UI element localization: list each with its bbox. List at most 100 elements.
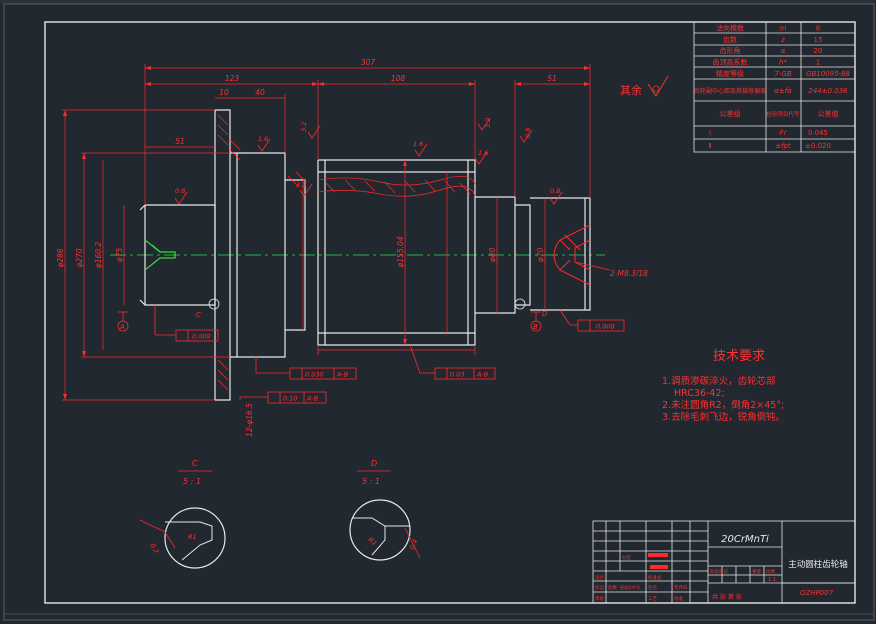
top-strip xyxy=(0,0,876,4)
roughness-r16-a: 1.6 xyxy=(258,135,268,143)
dim-307: 307 xyxy=(361,58,376,67)
tb-label-8: 工艺 xyxy=(648,596,657,602)
part-name: 主动圆柱齿轮轴 xyxy=(788,559,848,570)
dim-keyway: 12-φ16.5 xyxy=(245,403,254,437)
tf3-value: 0.03 xyxy=(450,371,464,379)
datum-a: A xyxy=(119,323,125,331)
param-symbol-4: 7-GB xyxy=(774,70,791,78)
dimension-arrows xyxy=(63,66,590,400)
roughness-r32-b: 3.2 xyxy=(484,118,492,128)
datum-b: B xyxy=(533,323,538,331)
tech-item-2: 2.未注圆角R2，倒角2×45°; xyxy=(662,399,784,411)
param-label-4: 精度等级 xyxy=(716,69,744,78)
dim-thread: 2-M8.3/18 xyxy=(610,269,648,278)
roughness-r08-c: 0.8 xyxy=(524,128,532,138)
dim-108: 108 xyxy=(391,74,406,83)
tol-group-1: Ⅱ xyxy=(708,142,711,150)
center-hole-left xyxy=(144,239,176,271)
group-header-label: 公差组 xyxy=(720,109,741,118)
title-block-text: 20CrMnTi 主动圆柱齿轮轴 QZHP007 1:1 共 张 第 张 标记 … xyxy=(595,534,848,602)
sheet-border xyxy=(3,3,875,621)
tol-value-1: ±0.020 xyxy=(805,142,831,150)
param-value-4: GB10095-88 xyxy=(806,70,850,78)
dim-123: 123 xyxy=(225,74,240,83)
tb-label-13: 比例 xyxy=(766,568,775,575)
param-symbol-3: h* xyxy=(779,59,787,67)
tb-label-6: 设计 xyxy=(595,574,604,581)
tech-title: 技术要求 xyxy=(713,349,765,364)
roughness-r08-b: 0.8 xyxy=(550,187,560,195)
tech-item-0: 1.调质渗碳淬火，齿轮芯部 xyxy=(662,375,776,387)
param-label-2: 齿形角 xyxy=(720,46,741,55)
roughness-r32-c: 3.2 xyxy=(296,181,306,189)
param-label-0: 法向模数 xyxy=(716,24,744,33)
tf5-value: 0.008 xyxy=(596,323,615,331)
dim-155: φ155.04 xyxy=(396,236,405,267)
sheet-info: 共 张 第 张 xyxy=(712,593,742,601)
center-hole-right xyxy=(553,224,591,286)
param-symbol-2: α xyxy=(781,47,786,55)
title-mark-2 xyxy=(650,565,668,569)
detail-d-letter: D xyxy=(371,459,377,468)
detail-d-r: R1 xyxy=(367,536,379,548)
detail-c-r: R1 xyxy=(188,533,197,541)
title-block xyxy=(592,520,856,604)
dim-160: φ160.2 xyxy=(94,242,103,269)
dim-270: φ270 xyxy=(75,248,84,267)
detail-d-w: 0.4 xyxy=(408,538,419,550)
group-header-col3: 公差值 xyxy=(818,109,839,118)
roughness-r16-b: 1.6 xyxy=(413,140,423,148)
tf4-value: 0.10 xyxy=(283,395,297,403)
roughness-values: 0.8 1.6 3.2 3.2 1.6 1.6 0.8 0.8 3.2 xyxy=(175,118,560,195)
datum-markers xyxy=(117,298,542,332)
tol-symbol-1: ±fpt xyxy=(775,142,791,150)
tb-label-11: 阶段标记 xyxy=(710,568,728,575)
dim-40: 40 xyxy=(255,88,265,97)
rest-roughness-symbol xyxy=(647,75,669,97)
tf2-value: 0.030 xyxy=(305,371,324,379)
datum-c: C xyxy=(196,311,201,319)
param-value-5: 244±0.036 xyxy=(808,87,848,95)
roughness-r32-a: 3.2 xyxy=(300,122,308,132)
dim-70: φ70 xyxy=(536,248,545,263)
param-symbol-1: z xyxy=(780,36,785,44)
dim-286: φ286 xyxy=(56,248,65,267)
tf2-ref: A-B xyxy=(336,371,349,379)
datum-d: D xyxy=(542,310,548,318)
drawing-frame xyxy=(44,21,856,604)
param-value-2: 20 xyxy=(814,47,823,55)
param-value-1: 15 xyxy=(814,36,823,44)
tech-requirements: 技术要求 1.调质渗碳淬火，齿轮芯部 HRC36-42; 2.未注圆角R2，倒角… xyxy=(662,349,785,423)
param-table-text: 法向模数 m 8 齿数 z 15 齿形角 α 20 齿顶高系数 h* 1 精度等… xyxy=(694,24,851,151)
tb-label-3: 更改文件号 xyxy=(620,584,640,590)
thread-leader xyxy=(574,261,611,271)
scale-value: 1:1 xyxy=(768,577,776,583)
tb-label-10: 批准 xyxy=(674,595,683,602)
param-label-1: 齿数 xyxy=(723,35,737,44)
tf4-ref: A-B xyxy=(306,395,319,403)
tb-label-4: 签名 xyxy=(648,584,657,591)
param-table xyxy=(693,21,856,153)
param-label-5: 齿轮副中心距及其极限偏差 xyxy=(694,87,766,95)
tb-label-0: 标记 xyxy=(595,584,604,591)
detail-c-letter: C xyxy=(192,459,198,468)
rest-roughness-circle xyxy=(652,85,660,93)
roughness-r08-a: 0.8 xyxy=(175,187,185,195)
tb-label-7: 审核 xyxy=(595,595,604,602)
param-symbol-0: m xyxy=(780,25,787,33)
detail-c-scale: 5 : 1 xyxy=(183,477,201,486)
param-symbol-5: α±fα xyxy=(774,87,792,95)
drawing-no: QZHP007 xyxy=(800,589,834,597)
dim-51-top: 51 xyxy=(547,74,557,83)
param-value-0: 8 xyxy=(816,25,820,33)
tb-label-9: 标准化 xyxy=(648,574,662,581)
tolerance-texts: 0.008 0.030 A-B 0.03 A-B 0.10 A-B 0.008 xyxy=(192,323,615,403)
dimension-lines xyxy=(62,64,591,401)
roughness-symbols xyxy=(174,117,563,205)
dim-10: 10 xyxy=(219,88,229,97)
tech-item-3: 3.去除毛刺飞边，锐角倒钝。 xyxy=(662,411,785,423)
tb-label-2: 分区 xyxy=(622,554,631,561)
tb-label-1: 处数 xyxy=(608,584,617,591)
